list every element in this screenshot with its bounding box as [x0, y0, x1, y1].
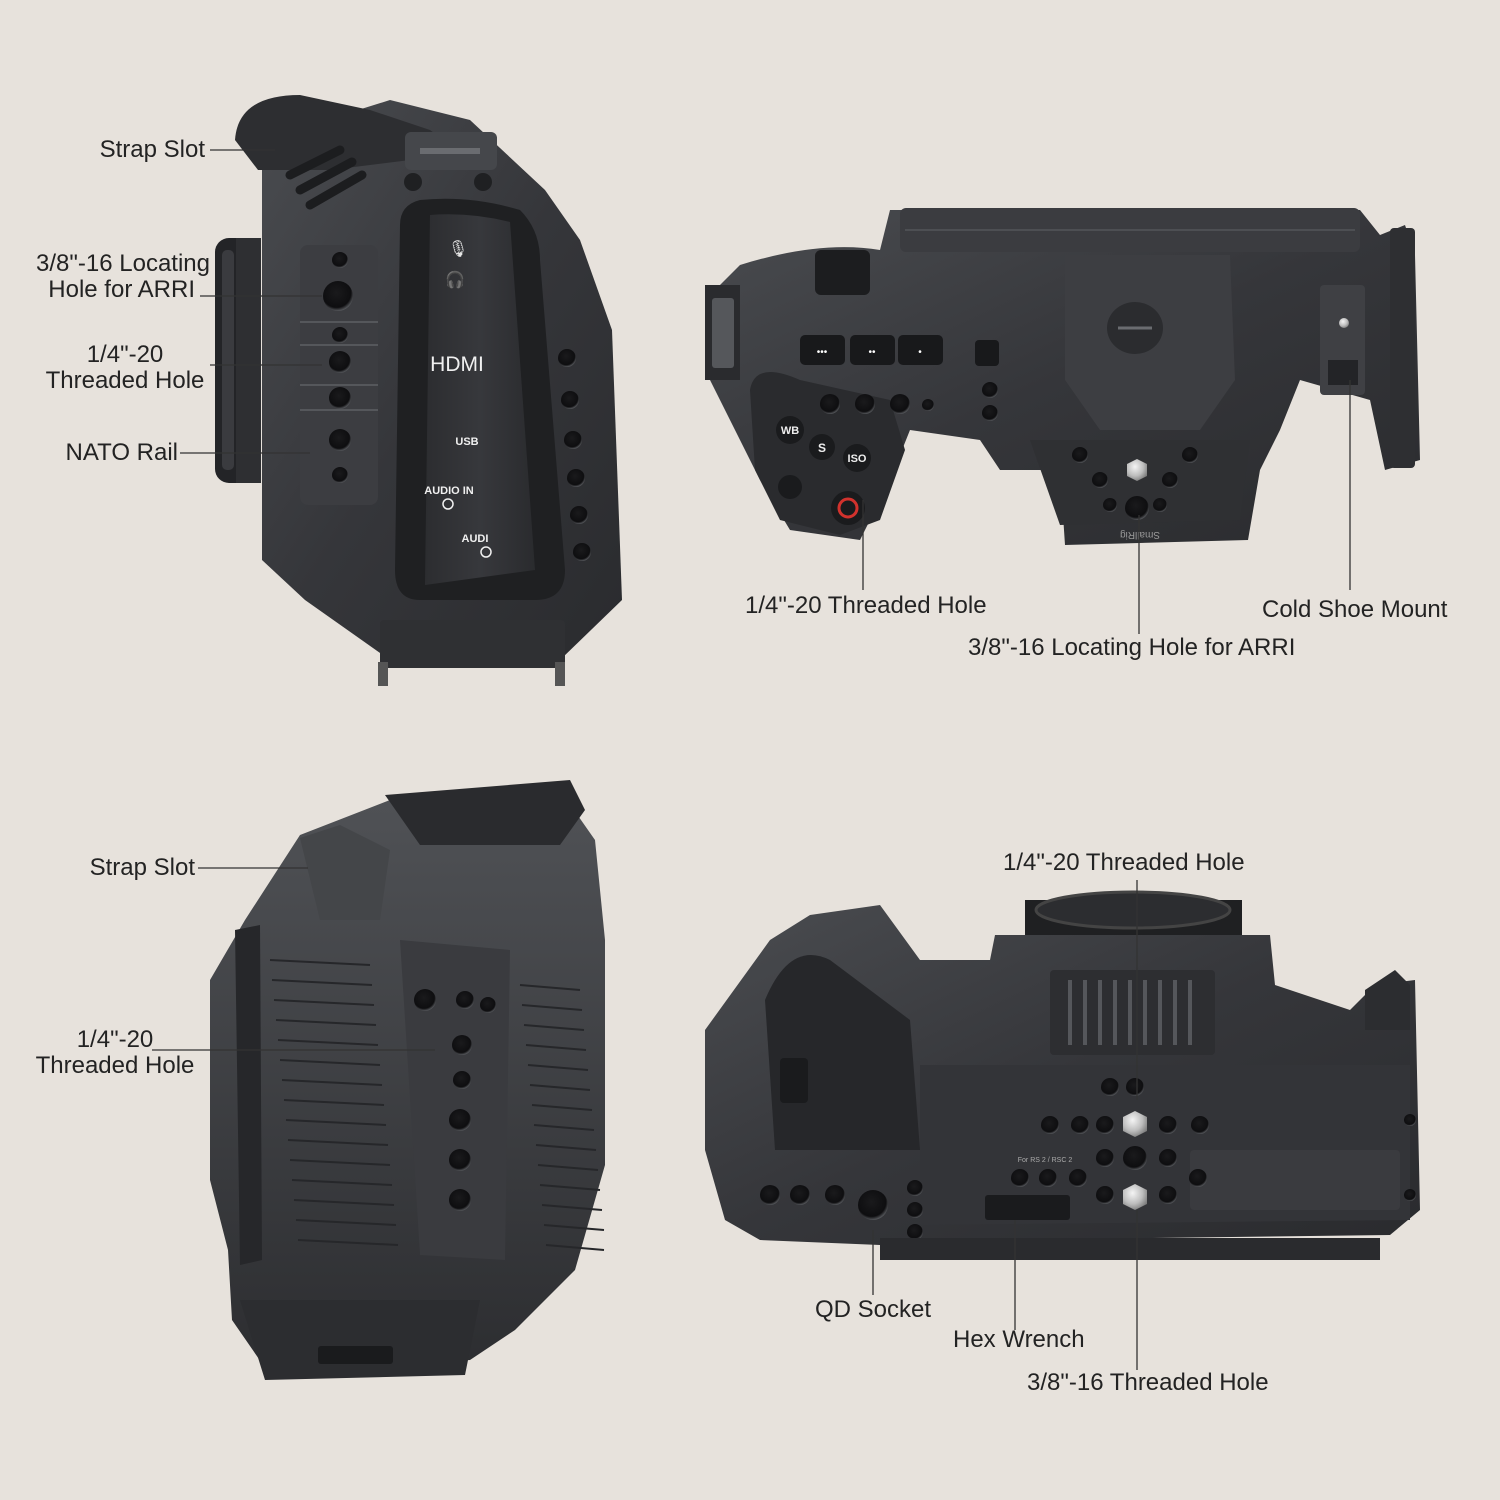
svg-text:••: •• — [868, 347, 876, 358]
cage-grip-body — [210, 790, 605, 1375]
callout-threaded-hole-38: 3/8"-16 Threaded Hole — [1027, 1369, 1269, 1396]
callout-qd-socket: QD Socket — [815, 1296, 932, 1323]
top-view: ••• •• • WB S ISO — [705, 208, 1420, 545]
headphone-icon: 🎧 — [445, 270, 465, 289]
iso-button-label: ISO — [848, 453, 867, 465]
brand-engraving: SmallRig — [1120, 529, 1160, 540]
mic-icon: 🎙 — [448, 240, 468, 258]
callout-hex-wrench: Hex Wrench — [953, 1326, 1085, 1353]
record-button — [831, 491, 865, 525]
s-button-label: S — [818, 441, 826, 455]
function-buttons: ••• •• • — [800, 335, 999, 366]
callout-threaded-hole-grip: 1/4"-20 Threaded Hole — [20, 1027, 210, 1079]
usb-port-label: USB — [455, 436, 478, 448]
bottom-hole-grid — [760, 1078, 1209, 1240]
hdmi-port-label: HDMI — [430, 353, 484, 376]
side-left-view: 🎙 🎧 HDMI USB AUDIO IN AUDI — [215, 95, 622, 686]
audio-in-2-label: AUDI — [462, 533, 489, 545]
callout-arri-hole-left-line2: Hole for ARRI — [48, 276, 195, 303]
grip-texture — [269, 959, 605, 1251]
callout-threaded-hole-grip-line2: Threaded Hole — [35, 1052, 195, 1079]
svg-text:•••: ••• — [817, 347, 828, 358]
wb-button-label: WB — [781, 425, 799, 437]
nato-rail-plate — [300, 245, 378, 505]
callout-strap-slot-grip: Strap Slot — [89, 854, 195, 881]
side-threaded-holes — [323, 252, 353, 483]
callout-threaded-hole-left-line1: 1/4"-20 — [86, 341, 164, 368]
callout-threaded-hole-top: 1/4"-20 Threaded Hole — [745, 592, 987, 619]
callout-cold-shoe: Cold Shoe Mount — [1262, 596, 1448, 623]
grip-side-view — [210, 780, 605, 1380]
lens-mount — [1034, 890, 1232, 930]
plate-engraving: For RS 2 / RSC 2 — [1018, 1157, 1073, 1164]
audio-in-1-label: AUDIO IN — [424, 485, 474, 497]
callout-arri-hole-top: 3/8"-16 Locating Hole for ARRI — [968, 634, 1296, 661]
bottom-view: For RS 2 / RSC 2 — [705, 890, 1420, 1260]
callout-nato-rail: NATO Rail — [65, 439, 178, 466]
qd-socket — [858, 1190, 888, 1220]
grip-buttons: WB S ISO — [776, 416, 871, 525]
callout-threaded-hole-left-line2: Threaded Hole — [45, 367, 205, 394]
callout-threaded-hole-grip-line1: 1/4"-20 — [76, 1026, 154, 1053]
callout-strap-slot-top: Strap Slot — [99, 136, 205, 163]
callout-arri-hole-left-line1: 3/8"-16 Locating — [36, 250, 210, 277]
callout-threaded-hole-left: 1/4"-20 Threaded Hole — [30, 342, 220, 394]
leader-lines — [152, 149, 1351, 1370]
svg-text:•: • — [918, 347, 922, 358]
callout-threaded-hole-bottom: 1/4"-20 Threaded Hole — [1003, 849, 1245, 876]
callout-arri-hole-left: 3/8"-16 Locating Hole for ARRI — [10, 251, 210, 303]
